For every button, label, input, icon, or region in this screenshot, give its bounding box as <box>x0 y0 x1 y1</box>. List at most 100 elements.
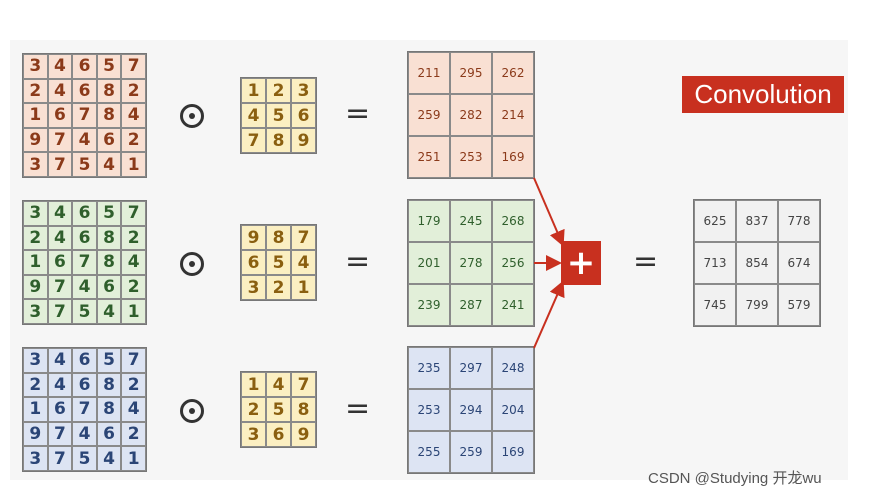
matrix-cell: 6 <box>72 225 97 251</box>
matrix-cell: 7 <box>47 299 73 324</box>
matrix-cell: 295 <box>450 52 492 94</box>
matrix-cell: 287 <box>450 284 492 326</box>
matrix-cell: 8 <box>96 103 122 128</box>
matrix-cell: 7 <box>121 54 146 79</box>
matrix-cell: 3 <box>23 54 48 79</box>
matrix-cell: 2 <box>121 421 146 447</box>
matrix-cell: 579 <box>778 284 820 326</box>
matrix-cell: 8 <box>96 225 122 251</box>
matrix-cell: 211 <box>408 52 450 94</box>
matrix-cell: 248 <box>492 347 534 389</box>
matrix-cell: 169 <box>492 431 534 473</box>
matrix-cell: 6 <box>72 201 97 226</box>
matrix-cell: 1 <box>121 446 146 471</box>
matrix-cell: 854 <box>736 242 778 284</box>
hadamard-operator-1 <box>180 104 204 128</box>
watermark: CSDN @Studying 开龙wu <box>648 470 822 487</box>
matrix-cell: 7 <box>72 103 97 128</box>
matrix-cell: 6 <box>72 372 97 398</box>
arrow-from-red <box>533 177 565 247</box>
matrix-cell: 674 <box>778 242 820 284</box>
matrix-cell: 5 <box>96 348 122 373</box>
matrix-cell: 3 <box>23 348 48 373</box>
matrix-cell: 201 <box>408 242 450 284</box>
matrix-cell: 204 <box>492 389 534 431</box>
matrix-cell: 3 <box>23 201 48 226</box>
matrix-cell: 5 <box>266 250 291 275</box>
matrix-cell: 4 <box>47 78 73 104</box>
equals-sign-2: = <box>345 244 371 279</box>
matrix-cell: 4 <box>96 446 122 471</box>
matrix-cell: 9 <box>23 274 48 300</box>
matrix-cell: 7 <box>241 128 266 153</box>
matrix-cell: 4 <box>47 348 73 373</box>
matrix-cell: 3 <box>291 78 316 103</box>
convolution-badge: Convolution <box>682 76 844 113</box>
matrix-cell: 235 <box>408 347 450 389</box>
matrix-cell: 2 <box>121 127 146 153</box>
matrix-cell: 2 <box>23 78 48 104</box>
matrix-cell: 6 <box>241 250 266 275</box>
equals-sign-1: = <box>345 96 371 131</box>
equals-sign-result: = <box>633 244 659 279</box>
matrix-cell: 1 <box>291 275 316 300</box>
matrix-cell: 4 <box>72 127 97 153</box>
matrix-cell: 837 <box>736 200 778 242</box>
matrix-cell: 4 <box>121 397 146 422</box>
matrix-cell: 799 <box>736 284 778 326</box>
matrix-cell: 713 <box>694 242 736 284</box>
matrix-cell: 297 <box>450 347 492 389</box>
matrix-cell: 1 <box>241 372 266 397</box>
matrix-cell: 6 <box>291 103 316 128</box>
matrix-cell: 8 <box>266 225 291 250</box>
matrix-cell: 179 <box>408 200 450 242</box>
matrix-cell: 6 <box>96 421 122 447</box>
matrix-cell: 268 <box>492 200 534 242</box>
matrix-cell: 2 <box>121 274 146 300</box>
matrix-cell: 253 <box>450 136 492 178</box>
matrix-cell: 5 <box>96 54 122 79</box>
matrix-cell: 9 <box>291 128 316 153</box>
matrix-cell: 6 <box>266 422 291 447</box>
matrix-cell: 278 <box>450 242 492 284</box>
matrix-cell: 7 <box>47 127 73 153</box>
matrix-cell: 2 <box>266 275 291 300</box>
matrix-cell: 4 <box>72 421 97 447</box>
matrix-cell: 9 <box>23 127 48 153</box>
matrix-cell: 6 <box>72 348 97 373</box>
matrix-cell: 8 <box>96 397 122 422</box>
matrix-cell: 1 <box>121 152 146 177</box>
matrix-cell: 6 <box>96 274 122 300</box>
matrix-cell: 253 <box>408 389 450 431</box>
matrix-cell: 5 <box>72 152 97 177</box>
matrix-cell: 5 <box>72 446 97 471</box>
matrix-cell: 745 <box>694 284 736 326</box>
matrix-cell: 1 <box>23 103 48 128</box>
matrix-cell: 8 <box>96 250 122 275</box>
matrix-cell: 3 <box>23 446 48 471</box>
matrix-cell: 2 <box>121 78 146 104</box>
matrix-cell: 3 <box>23 299 48 324</box>
matrix-cell: 259 <box>408 94 450 136</box>
matrix-cell: 294 <box>450 389 492 431</box>
hadamard-operator-2 <box>180 252 204 276</box>
matrix-cell: 5 <box>266 397 291 422</box>
matrix-cell: 1 <box>23 397 48 422</box>
matrix-cell: 5 <box>96 201 122 226</box>
matrix-cell: 2 <box>121 372 146 398</box>
matrix-cell: 4 <box>47 372 73 398</box>
matrix-cell: 1 <box>121 299 146 324</box>
matrix-cell: 4 <box>121 250 146 275</box>
matrix-cell: 9 <box>23 421 48 447</box>
hadamard-operator-3 <box>180 399 204 423</box>
matrix-cell: 4 <box>47 225 73 251</box>
matrix-cell: 7 <box>121 348 146 373</box>
matrix-cell: 6 <box>96 127 122 153</box>
